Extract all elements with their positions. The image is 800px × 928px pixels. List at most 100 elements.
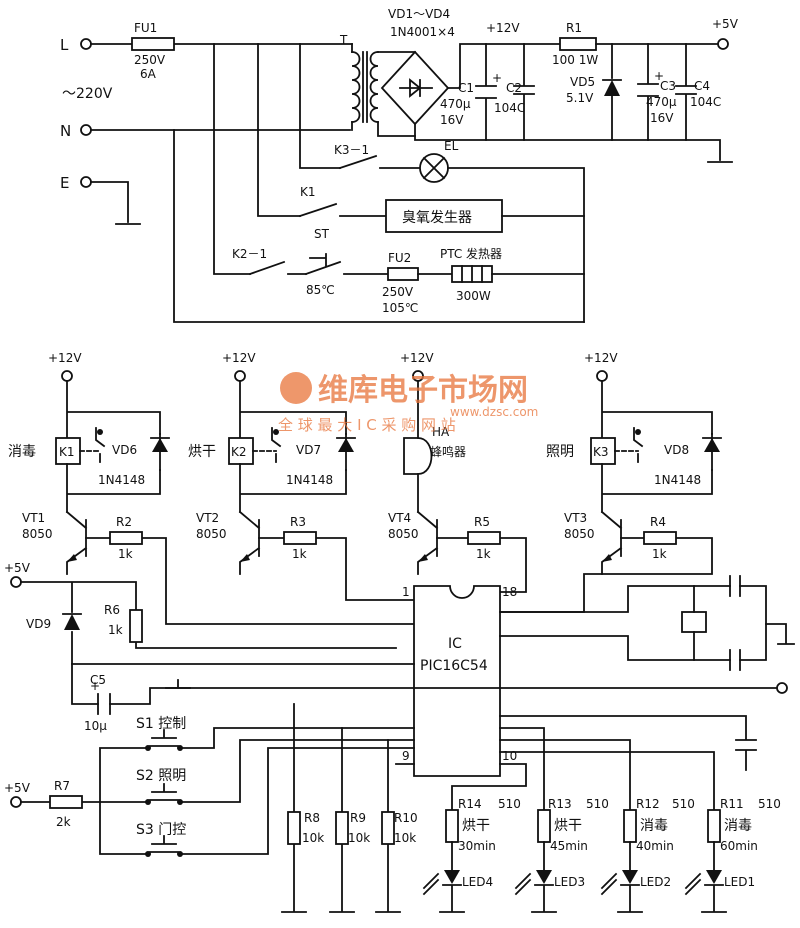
label-N: N bbox=[60, 122, 71, 140]
svg-text:1k: 1k bbox=[652, 547, 667, 561]
svg-text:5.1V: 5.1V bbox=[566, 91, 594, 105]
svg-text:EL: EL bbox=[444, 139, 459, 153]
label-E: E bbox=[60, 174, 69, 192]
svg-text:LED4: LED4 bbox=[462, 875, 493, 889]
watermark-slogan: 全 球 最 大 I C 采 购 网 站 bbox=[278, 416, 456, 434]
watermark-brand: 维库电子市场网 bbox=[318, 373, 528, 408]
label-mains-voltage: ～220V bbox=[62, 86, 113, 102]
svg-text:45min: 45min bbox=[550, 839, 588, 853]
ozone-generator-box bbox=[385, 199, 503, 233]
fu1-current: 6A bbox=[140, 67, 157, 81]
svg-text:R3: R3 bbox=[290, 515, 306, 529]
svg-text:C4: C4 bbox=[694, 79, 710, 93]
svg-text:R10: R10 bbox=[394, 811, 418, 825]
transformer-label: T bbox=[339, 33, 348, 47]
led-feed-wires bbox=[451, 727, 715, 811]
svg-text:470μ: 470μ bbox=[646, 95, 677, 109]
svg-text:470μ: 470μ bbox=[440, 97, 471, 111]
bridge-part: 1N4001×4 bbox=[390, 25, 455, 39]
svg-text:8050: 8050 bbox=[388, 527, 419, 541]
svg-text:R6: R6 bbox=[104, 603, 120, 617]
capacitor-c1: + C1 470μ 16V bbox=[440, 43, 502, 141]
svg-text:1N4148: 1N4148 bbox=[98, 473, 145, 487]
svg-text:2k: 2k bbox=[56, 815, 71, 829]
svg-text:R13: R13 bbox=[548, 797, 572, 811]
svg-text:30min: 30min bbox=[458, 839, 496, 853]
thermostat-st: ST 85℃ bbox=[304, 227, 342, 297]
svg-text:510: 510 bbox=[758, 797, 781, 811]
ground-rail-top bbox=[414, 123, 721, 161]
svg-text:FU2: FU2 bbox=[388, 251, 411, 265]
svg-text:消毒: 消毒 bbox=[8, 444, 36, 460]
rail-12v-top bbox=[447, 43, 561, 89]
led-chain-3: R13 510 烘干 45min LED3 bbox=[514, 797, 609, 913]
svg-text:8050: 8050 bbox=[196, 527, 227, 541]
plus5-mcu: +5V bbox=[4, 561, 31, 575]
ic-pin18: 18 bbox=[502, 585, 517, 599]
terminal-L bbox=[80, 38, 92, 50]
svg-text:VT4: VT4 bbox=[388, 511, 411, 525]
svg-text:C2: C2 bbox=[506, 81, 522, 95]
svg-text:85℃: 85℃ bbox=[306, 283, 335, 297]
branch-k3 bbox=[299, 43, 341, 169]
terminal-N bbox=[80, 124, 92, 136]
svg-text:K1: K1 bbox=[59, 445, 75, 459]
svg-text:C3: C3 bbox=[660, 79, 676, 93]
branch-k1 bbox=[257, 43, 301, 217]
svg-text:消毒: 消毒 bbox=[724, 818, 752, 834]
svg-text:K3: K3 bbox=[593, 445, 609, 459]
switch-outputs bbox=[179, 727, 415, 855]
svg-text:16V: 16V bbox=[440, 113, 464, 127]
terminal-right bbox=[776, 682, 788, 694]
svg-text:R1: R1 bbox=[566, 21, 582, 35]
svg-text:510: 510 bbox=[586, 797, 609, 811]
earth-wire bbox=[90, 181, 129, 223]
svg-text:300W: 300W bbox=[456, 289, 491, 303]
svg-text:510: 510 bbox=[672, 797, 695, 811]
bridge-name: VD1～VD4 bbox=[388, 7, 450, 21]
capacitor-c2: C2 104C bbox=[494, 43, 535, 141]
svg-text:8050: 8050 bbox=[22, 527, 53, 541]
svg-text:100 1W: 100 1W bbox=[552, 53, 598, 67]
svg-text:VD9: VD9 bbox=[26, 617, 51, 631]
watermark-logo bbox=[280, 372, 312, 404]
svg-text:S3 门控: S3 门控 bbox=[136, 822, 186, 838]
k1-contact-label: K1 bbox=[300, 185, 316, 199]
svg-text:VT1: VT1 bbox=[22, 511, 45, 525]
svg-text:R12: R12 bbox=[636, 797, 660, 811]
svg-text:消毒: 消毒 bbox=[640, 818, 668, 834]
svg-text:VD5: VD5 bbox=[570, 75, 595, 89]
svg-text:R9: R9 bbox=[350, 811, 366, 825]
svg-text:R7: R7 bbox=[54, 779, 70, 793]
transformer-t: T bbox=[339, 33, 379, 131]
svg-text:VT3: VT3 bbox=[564, 511, 587, 525]
terminal-5v-r7 bbox=[10, 796, 22, 808]
svg-text:R4: R4 bbox=[650, 515, 666, 529]
svg-text:1k: 1k bbox=[476, 547, 491, 561]
svg-text:R8: R8 bbox=[304, 811, 320, 825]
svg-text:+: + bbox=[90, 679, 100, 693]
svg-text:16V: 16V bbox=[650, 111, 674, 125]
label-L: L bbox=[60, 36, 69, 54]
driver-k1: +12V K1 消毒 VD6 1N4148 R2 1k VT1 8050 bbox=[8, 351, 415, 625]
mcu-section: 1 18 9 10 IC PIC16C54 +5V VD9 R6 1k + C5… bbox=[4, 561, 795, 913]
decoupling-cap bbox=[499, 715, 757, 771]
svg-text:LED1: LED1 bbox=[724, 875, 755, 889]
svg-text:1k: 1k bbox=[108, 623, 123, 637]
terminal-5v-top bbox=[717, 38, 729, 50]
ozone-label: 臭氧发生器 bbox=[402, 210, 472, 226]
svg-text:10k: 10k bbox=[302, 831, 324, 845]
ic-part: PIC16C54 bbox=[420, 658, 488, 674]
svg-text:LED3: LED3 bbox=[554, 875, 585, 889]
svg-text:烘干: 烘干 bbox=[554, 818, 582, 834]
svg-text:10k: 10k bbox=[348, 831, 370, 845]
capacitor-c3: + C3 470μ 16V bbox=[637, 43, 677, 141]
switch-s1: S1 控制 bbox=[136, 716, 186, 751]
led-chain-1: R11 510 消毒 60min LED1 bbox=[684, 797, 781, 913]
resistor-r7: R7 2k bbox=[49, 779, 83, 829]
driver-k3: +12V K3 照明 VD8 1N4148 R4 1k VT3 8050 bbox=[499, 351, 722, 613]
svg-text:10μ: 10μ bbox=[84, 719, 107, 733]
svg-text:R5: R5 bbox=[474, 515, 490, 529]
contact-k3-1 bbox=[338, 154, 378, 170]
